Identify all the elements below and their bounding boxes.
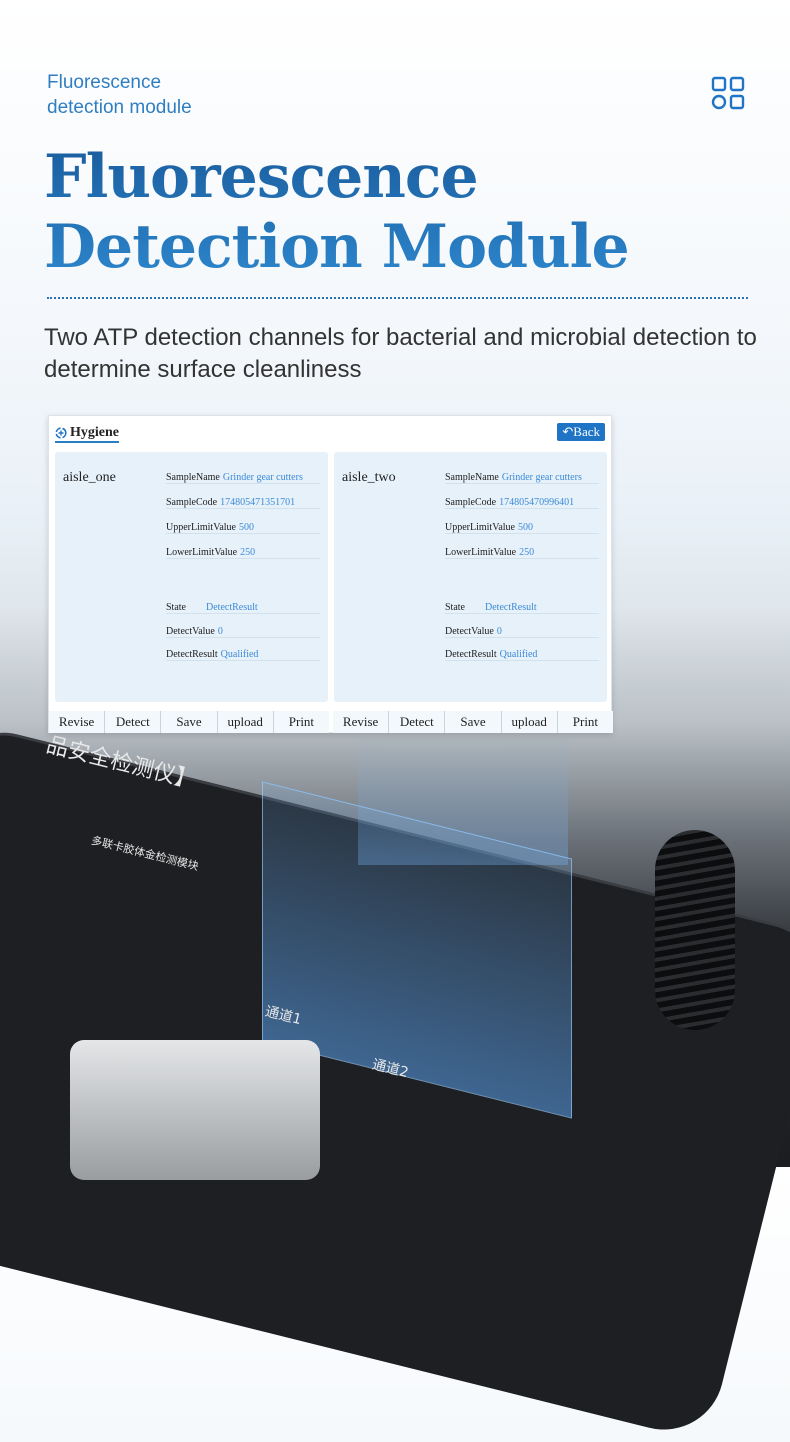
field-label: State xyxy=(166,602,186,613)
print-button[interactable]: Print xyxy=(572,714,599,729)
dotted-divider xyxy=(47,297,748,299)
channel-two-actions: Revise Detect Save upload Print xyxy=(333,711,613,733)
channel-name: aisle_one xyxy=(63,470,116,485)
field-value: Qualified xyxy=(499,649,538,660)
field-value: Qualified xyxy=(220,649,259,660)
back-arrow-icon: ↶ xyxy=(562,424,574,439)
page-title: Fluorescence Detection Module xyxy=(44,142,629,282)
field-value: 0 xyxy=(496,626,502,637)
field-value: Grinder gear cutters xyxy=(501,472,582,483)
channel-one-actions: Revise Detect Save upload Print xyxy=(49,711,329,733)
back-button[interactable]: ↶Back xyxy=(557,423,605,441)
field-value: 250 xyxy=(519,547,535,558)
save-button[interactable]: Save xyxy=(161,711,218,733)
field-value: DetectResult xyxy=(206,602,258,613)
field-label: SampleName xyxy=(166,472,220,483)
upload-button[interactable]: upload xyxy=(502,711,558,733)
field-value: DetectResult xyxy=(485,602,537,613)
field-label: SampleCode xyxy=(166,497,218,508)
app-title: Hygiene xyxy=(55,425,119,443)
field-value: 174805471351701 xyxy=(220,497,296,508)
device-handle xyxy=(70,1040,320,1180)
app-title-text: Hygiene xyxy=(70,425,119,440)
field-value: Grinder gear cutters xyxy=(222,472,303,483)
field-label: DetectResult xyxy=(166,649,218,660)
print-button[interactable]: Print xyxy=(288,714,315,729)
grid-apps-icon xyxy=(711,76,745,110)
eyebrow-line-1: Fluorescence xyxy=(47,72,162,93)
field-label: DetectResult xyxy=(445,649,497,660)
channel-name: aisle_two xyxy=(342,470,396,485)
detect-button[interactable]: Detect xyxy=(389,711,446,733)
field-label: UpperLimitValue xyxy=(445,522,515,533)
subtitle: Two ATP detection channels for bacterial… xyxy=(44,324,757,383)
field-label: SampleName xyxy=(445,472,499,483)
save-button[interactable]: Save xyxy=(445,711,502,733)
field-label: LowerLimitValue xyxy=(445,547,517,558)
field-state: State DetectResult xyxy=(445,602,599,614)
field-label: State xyxy=(445,602,465,613)
field-value: 0 xyxy=(217,626,223,637)
field-state: State DetectResult xyxy=(166,602,320,614)
app-header: Hygiene ↶Back xyxy=(49,416,611,452)
field-value: 500 xyxy=(517,522,533,533)
revise-button[interactable]: Revise xyxy=(333,711,390,733)
section-eyebrow: Fluorescence detection module xyxy=(47,70,192,120)
field-label: DetectValue xyxy=(445,626,494,637)
field-label: DetectValue xyxy=(166,626,215,637)
field-label: UpperLimitValue xyxy=(166,522,236,533)
eyebrow-line-2: detection module xyxy=(47,97,192,118)
field-label: LowerLimitValue xyxy=(166,547,238,558)
device-hose xyxy=(655,830,735,1030)
upload-button[interactable]: upload xyxy=(218,711,274,733)
back-label: Back xyxy=(573,424,600,439)
field-value: 174805470996401 xyxy=(499,497,575,508)
field-value: 250 xyxy=(240,547,256,558)
field-value: 500 xyxy=(238,522,254,533)
hygiene-icon xyxy=(55,427,67,439)
title-line-1: Fluorescence xyxy=(44,142,478,212)
title-line-2: Detection Module xyxy=(44,212,629,282)
field-label: SampleCode xyxy=(445,497,497,508)
detect-button[interactable]: Detect xyxy=(105,711,162,733)
revise-button[interactable]: Revise xyxy=(49,711,106,733)
